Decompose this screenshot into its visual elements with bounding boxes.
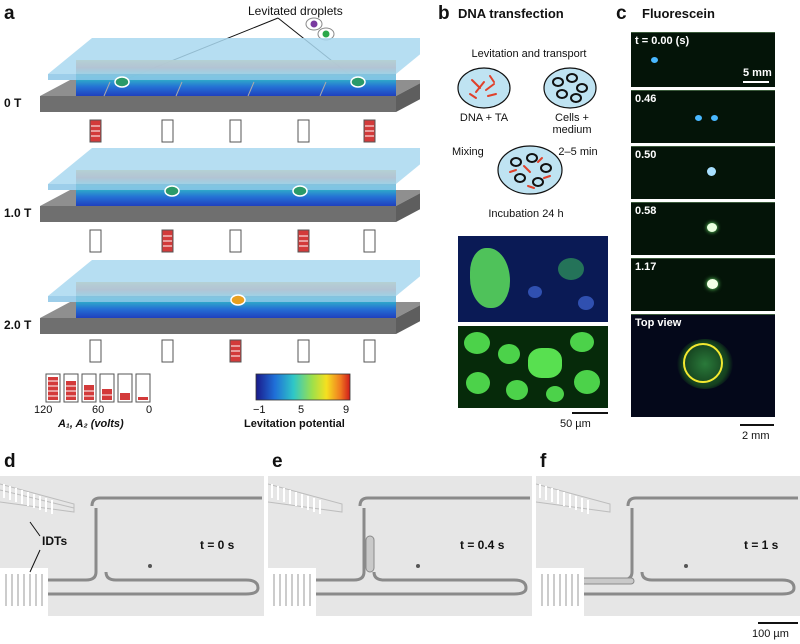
microchannel-image-f: t = 1 s [536, 476, 800, 616]
panel-d-letter: d [4, 451, 16, 472]
mixing-time: 2–5 min [558, 146, 598, 158]
transfection-image-2 [458, 326, 608, 408]
transfection-droplets [457, 67, 597, 195]
panel-e-letter: e [272, 451, 283, 472]
frame-time-5: 1.17 [635, 261, 657, 273]
field-label-2T: 2.0 T [4, 318, 32, 332]
mixing-label: Mixing [452, 146, 484, 158]
voltage-tick-0: 0 [146, 404, 153, 416]
drop-label-cells: Cells + medium [552, 112, 592, 136]
frame-time-6: Top view [635, 317, 682, 329]
microchannel-image-e: t = 0.4 s [268, 476, 532, 616]
scale-bar-50um [572, 412, 608, 414]
levitated-droplets-callout: Levitated droplets [248, 4, 343, 18]
voltage-tick-120: 120 [34, 404, 53, 416]
incubation-label: Incubation 24 h [488, 208, 564, 220]
fluorescein-top-view: Top view [631, 314, 775, 417]
panel-f-letter: f [540, 451, 547, 472]
panel-a-letter: a [4, 3, 15, 24]
field-label-0T: 0 T [4, 96, 22, 110]
scale-label-5mm: 5 mm [743, 67, 772, 79]
levitation-step: Levitation and transport [471, 48, 587, 60]
scale-bar-5mm [743, 81, 769, 83]
frame-time-3: 0.50 [635, 149, 657, 161]
frame-time-2: 0.46 [635, 93, 657, 105]
transfection-image-1 [458, 236, 608, 322]
time-label-f: t = 1 s [744, 538, 779, 552]
panel-c-letter: c [616, 3, 627, 24]
scale-bar-100um [758, 622, 798, 624]
fluorescein-frame-5: 1.17 [631, 258, 775, 311]
colorbar-tick-min: −1 [253, 404, 266, 416]
colorbar-label: Levitation potential [244, 418, 345, 430]
panel-c-title: Fluorescein [642, 6, 715, 21]
fluorescein-frame-2: 0.46 [631, 90, 775, 143]
colorbar-tick-max: 9 [343, 404, 350, 416]
colorbar-tick-mid: 5 [298, 404, 305, 416]
time-label-e: t = 0.4 s [460, 538, 505, 552]
frame-time-4: 0.58 [635, 205, 657, 217]
scale-bar-2mm [740, 424, 774, 426]
scale-label-50um: 50 µm [560, 418, 591, 430]
voltage-tick-60: 60 [92, 404, 105, 416]
fluorescein-frame-3: 0.50 [631, 146, 775, 199]
drop-label-dna: DNA + TA [459, 112, 509, 124]
levitation-diagram [40, 17, 420, 403]
scale-label-2mm: 2 mm [742, 430, 770, 442]
panel-b-title: DNA transfection [458, 6, 564, 21]
fluorescein-frame-4: 0.58 [631, 202, 775, 255]
frame-time-1: t = 0.00 (s) [635, 35, 690, 47]
panel-b-letter: b [438, 3, 450, 24]
scale-label-100um: 100 µm [752, 628, 789, 640]
field-label-1T: 1.0 T [4, 206, 32, 220]
voltage-axis-label: A₁, A₂ (volts) [58, 418, 124, 430]
idt-label: IDTs [42, 534, 68, 548]
microchannel-image-d: IDTs t = 0 s [0, 476, 264, 616]
time-label-d: t = 0 s [200, 538, 235, 552]
fluorescein-frame-1: t = 0.00 (s) 5 mm [631, 32, 775, 87]
